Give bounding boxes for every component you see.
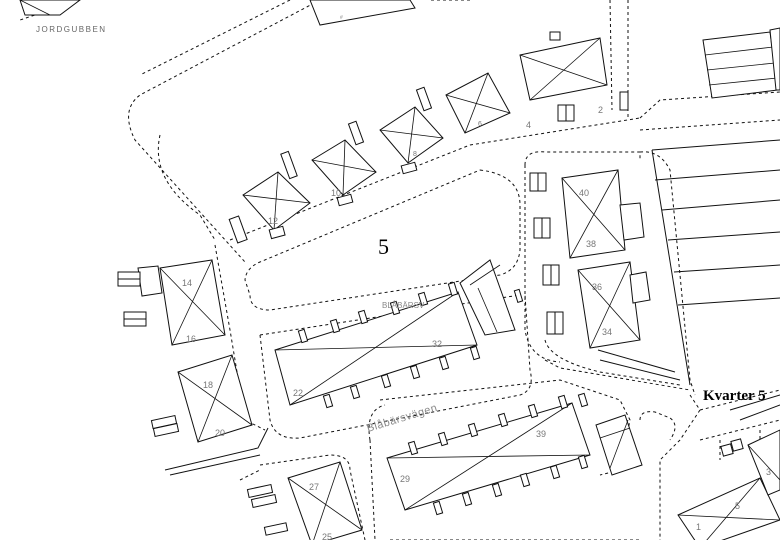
plot-number-14: 14 [182,278,192,288]
row-house-29-39[interactable] [386,392,643,516]
building-top-right[interactable] [702,27,780,99]
building-corner-topleft[interactable] [19,0,81,16]
plot-number-18: 18 [203,380,213,390]
area-name-label: JORDGUBBEN [36,25,107,34]
house-14-16[interactable] [117,259,226,346]
plot-number-5: 5 [735,501,740,511]
plot-number-34: 34 [602,327,612,337]
house-6[interactable] [445,72,511,134]
plot-number-40: 40 [579,188,589,198]
house-10[interactable] [311,120,377,207]
plot-number-39: 39 [536,429,546,439]
plot-number-32: 32 [432,339,442,349]
house-34-36[interactable] [542,261,651,349]
house-1-5[interactable] [677,477,780,540]
kvarter-label: Kvarter 5 [703,388,766,404]
plot-number-20: 20 [215,428,225,438]
faint-street-label: BLÅBÄRSV [382,301,425,310]
svg-text:#: # [340,15,343,21]
house-2[interactable] [519,31,629,122]
house-12[interactable] [228,150,311,244]
house-25-27[interactable] [246,461,363,540]
plot-number-36: 36 [592,282,602,292]
plot-number-22: 22 [293,388,303,398]
plot-number-labels: 2 4 6 8 10 12 14 16 18 20 22 32 34 36 38… [182,105,771,540]
plot-number-3: 3 [766,467,771,477]
plot-number-8: 8 [413,151,417,158]
house-8[interactable] [379,86,444,175]
house-18-20[interactable] [150,354,253,443]
plot-number-2: 2 [598,105,603,115]
lot-lines [164,139,780,476]
block-number-label: 5 [378,234,389,259]
plot-number-38: 38 [586,239,596,249]
plot-number-12: 12 [268,216,278,226]
street-name-label: Blåbärsvägen [365,402,439,435]
house-3[interactable] [720,429,780,496]
plot-number-29: 29 [400,474,410,484]
row-house-22-32[interactable] [274,259,524,409]
house-38-40[interactable] [529,169,645,259]
plot-number-27: 27 [309,482,319,492]
plot-number-6: 6 [478,121,482,128]
plot-number-1: 1 [696,522,701,532]
plot-number-25: 25 [322,532,332,540]
building-top-center[interactable]: # [309,0,416,26]
plot-number-4: 4 [526,120,531,130]
plot-number-10: 10 [331,188,341,198]
plot-number-16: 16 [186,334,196,344]
